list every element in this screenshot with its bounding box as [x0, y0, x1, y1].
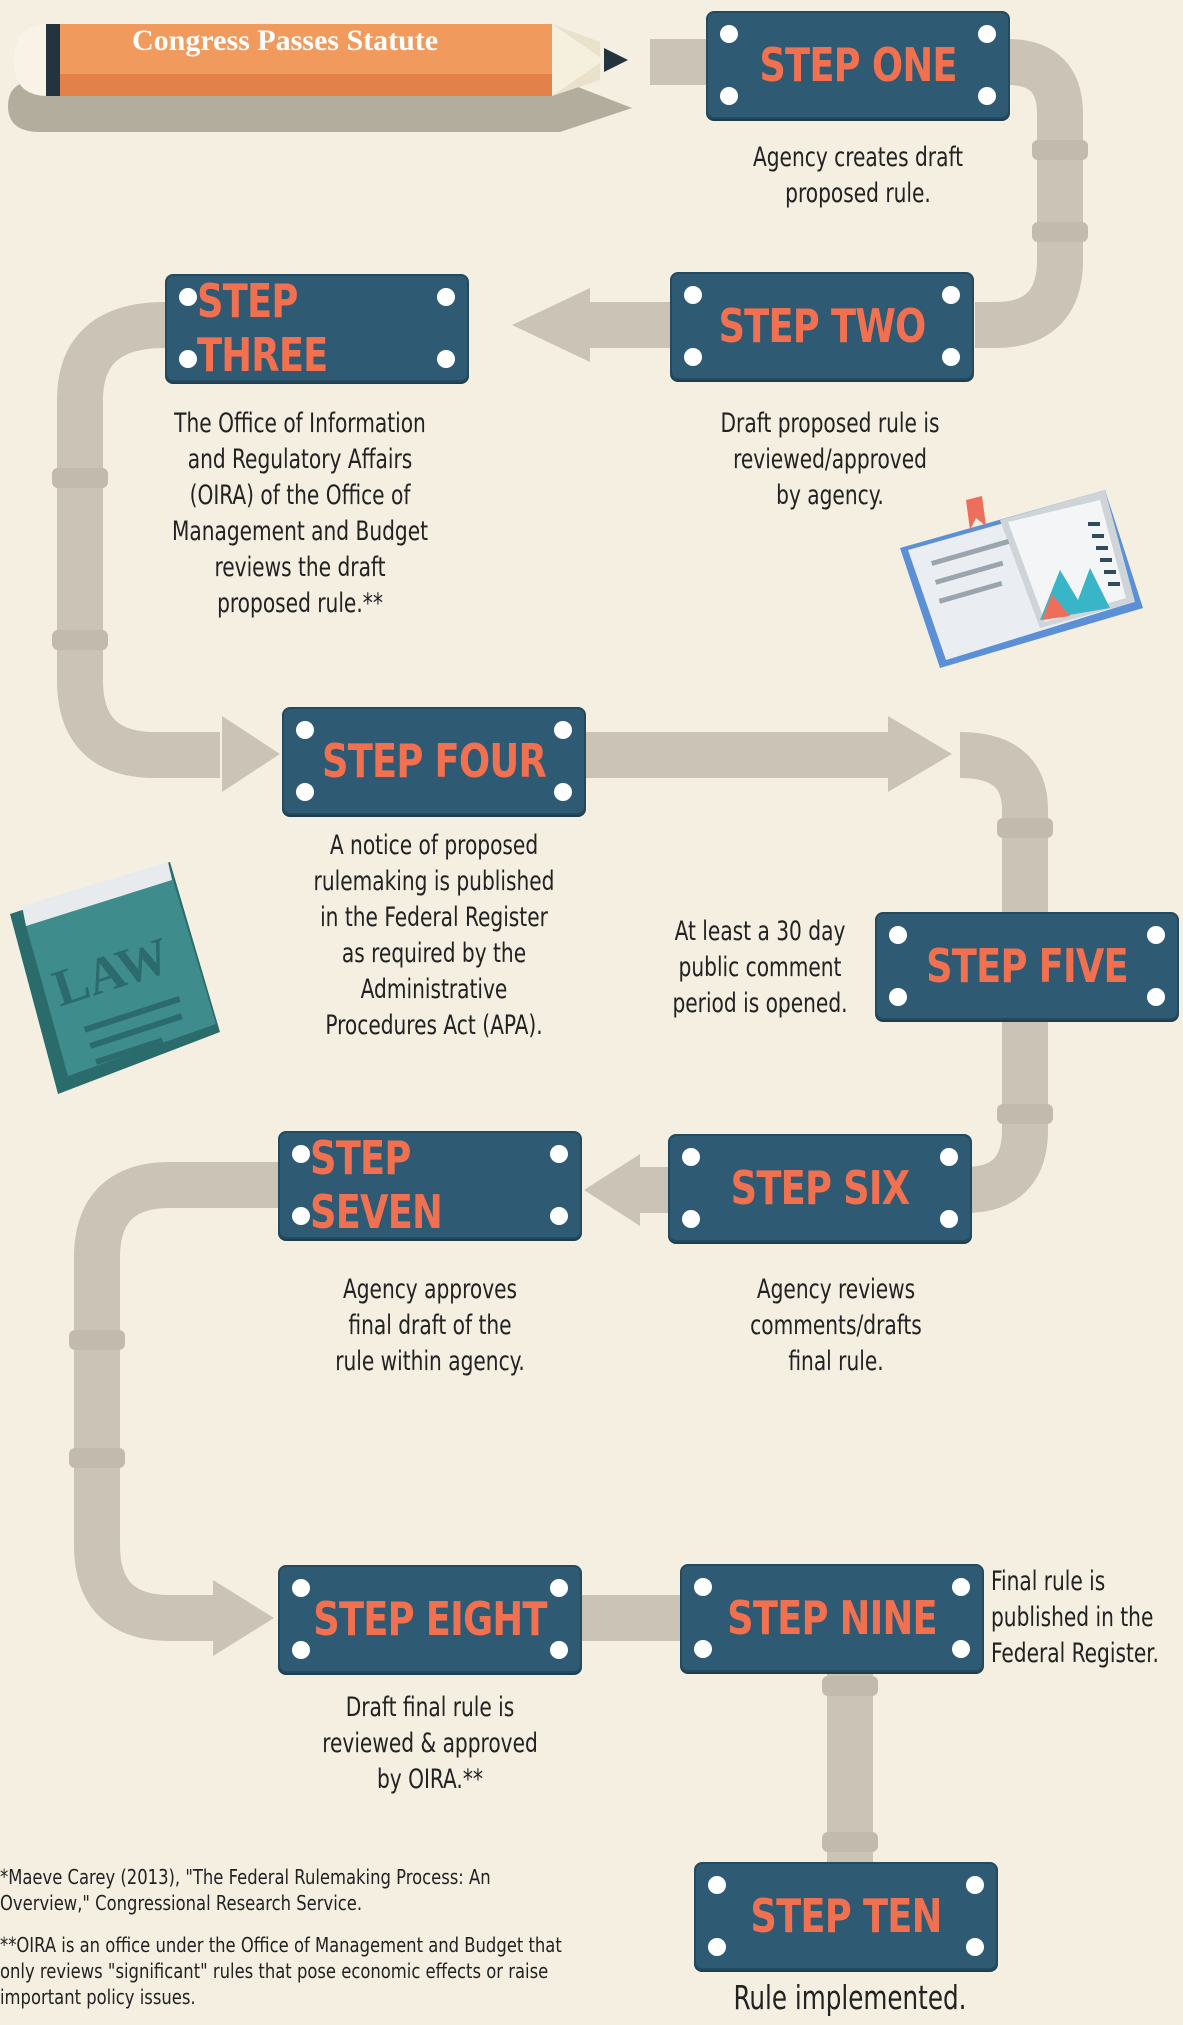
pipe-step4-to-step5-b — [959, 732, 1048, 915]
arrow-to-step3 — [512, 288, 590, 362]
step-six-description: Agency reviews comments/drafts final rul… — [750, 1274, 922, 1377]
step-three-plate: STEP THREE — [165, 274, 469, 382]
pipe-step1-to-step2 — [975, 39, 1083, 348]
pipe-step3-to-step4 — [57, 302, 220, 778]
step-seven-description: Agency approves final draft of the rule … — [335, 1274, 525, 1377]
pencil-icon — [8, 24, 632, 132]
step-three-label: STEP THREE — [197, 274, 328, 382]
step-ten-plate: STEP TEN — [694, 1862, 998, 1970]
step-nine-description: Final rule is published in the Federal R… — [991, 1566, 1159, 1669]
step-two-description: Draft proposed rule is reviewed/approved… — [720, 408, 940, 511]
step-seven-label: STEP SEVEN — [310, 1131, 443, 1239]
step-one-plate: STEP ONE — [706, 11, 1010, 119]
arrow-to-step8 — [213, 1580, 274, 1656]
step-six-label: STEP SIX — [730, 1161, 910, 1215]
law-book-icon: LAW — [10, 862, 220, 1094]
step-five-description: At least a 30 day public comment period … — [672, 916, 848, 1019]
step-ten-description: Rule implemented. — [733, 1978, 967, 2017]
arrow-to-step4 — [222, 716, 280, 792]
step-seven-plate: STEP SEVEN — [278, 1131, 582, 1239]
step-two-plate: STEP TWO — [670, 272, 974, 380]
step-six-plate: STEP SIX — [668, 1134, 972, 1242]
step-one-label: STEP ONE — [759, 38, 957, 92]
footnote-oira: **OIRA is an office under the Office of … — [0, 1933, 562, 2009]
step-one-description: Agency creates draft proposed rule. — [752, 142, 964, 209]
arrow-to-step7 — [584, 1154, 640, 1226]
step-two-label: STEP TWO — [718, 299, 926, 353]
arrow-to-step5 — [888, 716, 952, 792]
step-eight-description: Draft final rule is reviewed & approved … — [322, 1692, 538, 1795]
step-four-label: STEP FOUR — [322, 734, 547, 788]
step-four-plate: STEP FOUR — [282, 707, 586, 815]
step-ten-label: STEP TEN — [750, 1889, 942, 1943]
step-three-description: The Office of Information and Regulatory… — [171, 408, 429, 619]
pencil-label: Congress Passes Statute — [132, 24, 439, 57]
step-eight-label: STEP EIGHT — [313, 1592, 547, 1646]
footnote-source: *Maeve Carey (2013), "The Federal Rulema… — [0, 1865, 491, 1915]
pipe-step7-to-step8 — [74, 1162, 278, 1641]
step-eight-plate: STEP EIGHT — [278, 1565, 582, 1673]
step-five-label: STEP FIVE — [926, 939, 1129, 993]
step-nine-label: STEP NINE — [727, 1591, 938, 1645]
step-five-plate: STEP FIVE — [875, 912, 1179, 1020]
step-nine-plate: STEP NINE — [680, 1564, 984, 1672]
notebook-icon — [900, 490, 1143, 668]
step-four-description: A notice of proposed rulemaking is publi… — [313, 830, 555, 1041]
